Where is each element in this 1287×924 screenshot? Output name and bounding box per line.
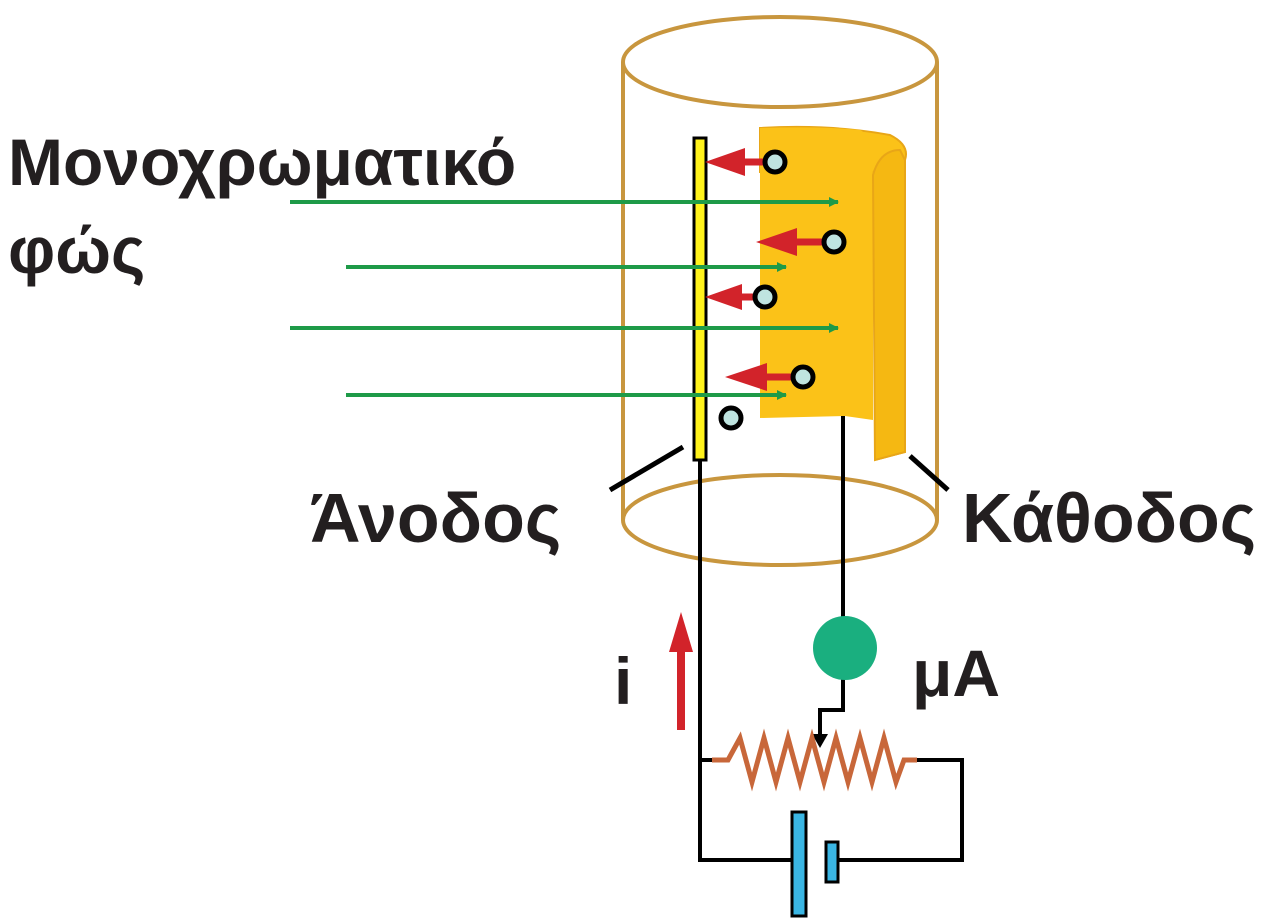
anode-wire (698, 460, 800, 862)
tube-body (621, 62, 939, 520)
electron-5 (718, 405, 744, 431)
electron-arrow-1 (705, 148, 765, 176)
anode-pointer (608, 444, 685, 493)
battery (790, 810, 840, 918)
ammeter (813, 616, 877, 680)
electron-arrow-4 (725, 363, 795, 391)
cathode-label: Κάθοδος (962, 479, 1257, 557)
anode-label: Άνοδος (310, 479, 562, 557)
light-label-line1: Μονοχρωματικό (8, 125, 517, 199)
electron-arrow-2 (756, 228, 825, 256)
electron-1 (762, 149, 788, 175)
ammeter-label: μΑ (912, 636, 1001, 710)
electrons (718, 149, 847, 431)
anode-rod (692, 136, 708, 462)
cathode-wire-lower (818, 676, 845, 738)
tube-top-ellipse (621, 15, 939, 109)
battery-short-plate (824, 840, 840, 884)
wiper-arrow (812, 734, 828, 748)
current-label: i (614, 644, 633, 718)
electron-arrow-3 (705, 284, 758, 310)
vacuum-tube (621, 15, 939, 567)
cathode-curl (871, 148, 906, 462)
electron-4 (790, 364, 816, 390)
resistor (712, 728, 917, 792)
battery-long-plate (790, 810, 808, 918)
electron-2 (821, 229, 847, 255)
light-rays (290, 197, 839, 400)
electron-3 (752, 284, 778, 310)
battery-right-wire (838, 758, 964, 862)
cathode-plate (759, 125, 907, 462)
tube-bottom-ellipse (621, 473, 939, 567)
current-arrow (669, 612, 693, 730)
circuit (698, 416, 964, 862)
light-label: Μονοχρωματικό φώς (8, 118, 516, 294)
light-label-line2: φώς (8, 213, 146, 287)
cathode-pointer (908, 454, 950, 492)
electron-arrows (705, 148, 825, 391)
